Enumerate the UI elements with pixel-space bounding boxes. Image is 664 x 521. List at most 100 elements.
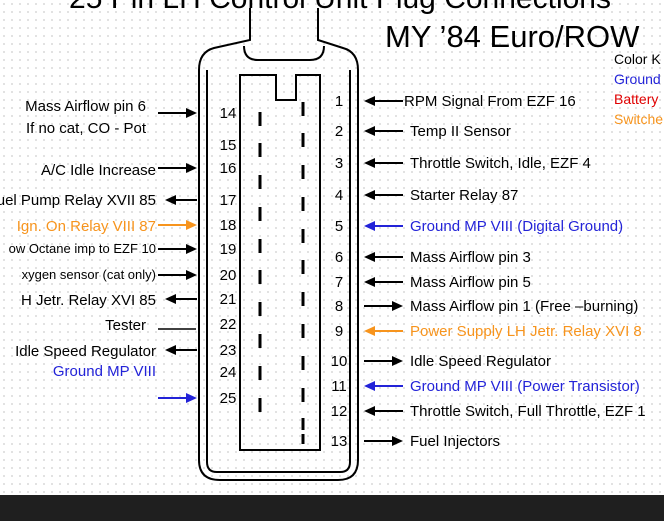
- right-pin-number: 10: [331, 353, 348, 370]
- right-pin-arrow-head: [364, 126, 375, 136]
- left-pin-label: Ground MP VIII: [53, 363, 156, 380]
- left-pin-label: Idle Speed Regulator: [15, 343, 156, 360]
- left-pin-connections: 14 Mass Airflow pin 6 If no cat, CO - Pot 1…: [0, 98, 236, 407]
- right-pin-arrow-head: [364, 221, 375, 231]
- right-pin-number: 12: [331, 403, 348, 420]
- right-pin-arrow: [364, 190, 403, 200]
- left-pin-arrow-head: [165, 195, 176, 205]
- left-pin-arrow: [158, 393, 197, 403]
- pin-slots: [258, 102, 305, 444]
- left-pin-label: A/C Idle Increase: [41, 162, 156, 179]
- right-pin-number: 2: [335, 123, 343, 140]
- right-pin-arrow: [364, 126, 403, 136]
- right-pin-arrow: [364, 158, 403, 168]
- right-pin-label: Mass Airflow pin 3: [410, 249, 531, 266]
- right-pin-arrow: [364, 96, 403, 106]
- left-pin-number: 23: [220, 342, 237, 359]
- right-pin-arrow: [364, 326, 403, 336]
- right-pin-number: 7: [335, 274, 343, 291]
- left-pin-label: Mass Airflow pin 6: [25, 98, 146, 115]
- right-pin-label: Mass Airflow pin 5: [410, 274, 531, 291]
- right-pin-arrow-head: [364, 190, 375, 200]
- right-pin-label: Temp II Sensor: [410, 123, 511, 140]
- right-pin-arrow-head: [364, 252, 375, 262]
- diagram-subtitle: MY ’84 Euro/ROW: [385, 19, 640, 54]
- left-pin-number: 14: [220, 105, 237, 122]
- left-pin-arrow-head: [186, 270, 197, 280]
- left-pin-number: 20: [220, 267, 237, 284]
- left-pin-arrow: [165, 294, 197, 304]
- right-pin-arrow-head: [364, 406, 375, 416]
- right-pin-arrow-head: [364, 96, 375, 106]
- right-pin-arrow: [364, 381, 403, 391]
- right-pin-label: Idle Speed Regulator: [410, 353, 551, 370]
- left-pin-label: H Jetr. Relay XVI 85: [21, 292, 156, 309]
- right-pin-number: 1: [335, 93, 343, 110]
- connector-body: [198, 8, 359, 481]
- color-key-ground: Ground: [614, 71, 661, 87]
- right-pin-label: Mass Airflow pin 1 (Free –burning): [410, 298, 638, 315]
- left-pin-number: 18: [220, 217, 237, 234]
- left-pin-arrow-head: [165, 294, 176, 304]
- left-pin-number: 17: [220, 192, 237, 209]
- left-pin-number: 15: [220, 137, 237, 154]
- left-pin-arrow-head: [186, 244, 197, 254]
- right-pin-number: 5: [335, 218, 343, 235]
- color-key-battery: Battery: [614, 91, 658, 107]
- left-pin-label: Ign. On Relay VIII 87: [17, 218, 156, 235]
- right-pin-number: 13: [331, 433, 348, 450]
- bottom-bar: [0, 495, 664, 521]
- right-pin-label: Ground MP VIII (Digital Ground): [410, 218, 623, 235]
- right-pin-label: Throttle Switch, Full Throttle, EZF 1: [410, 403, 646, 420]
- right-pin-label: Starter Relay 87: [410, 187, 518, 204]
- right-pin-arrow: [364, 277, 403, 287]
- left-pin-arrow: [165, 345, 197, 355]
- left-pin-arrow: [158, 220, 197, 230]
- left-pin-arrow: [158, 108, 197, 118]
- right-pin-arrow-head: [392, 436, 403, 446]
- right-pin-number: 11: [331, 378, 347, 395]
- left-pin-arrow-head: [186, 163, 197, 173]
- left-pin-arrow-head: [186, 393, 197, 403]
- left-pin-number: 16: [220, 160, 237, 177]
- color-key-switched: Switche: [614, 111, 663, 127]
- left-pin-arrow-head: [186, 220, 197, 230]
- right-pin-arrow-head: [364, 277, 375, 287]
- right-pin-label: Fuel Injectors: [410, 433, 500, 450]
- right-pin-arrow-head: [392, 356, 403, 366]
- left-pin-arrow-head: [165, 345, 176, 355]
- left-pin-label: uel Pump Relay XVII 85: [0, 192, 156, 209]
- color-key: Color K Ground Battery Switche: [614, 51, 663, 127]
- right-pin-arrow-head: [364, 381, 375, 391]
- left-pin-label: Tester: [105, 317, 146, 334]
- right-pin-label: Throttle Switch, Idle, EZF 4: [410, 155, 591, 172]
- right-pin-arrow: [364, 436, 403, 446]
- right-pin-number: 6: [335, 249, 343, 266]
- left-pin-number: 21: [220, 291, 237, 308]
- left-pin-arrow: [158, 270, 197, 280]
- color-key-title: Color K: [614, 51, 661, 67]
- right-pin-arrow: [364, 356, 403, 366]
- right-pin-arrow-head: [392, 301, 403, 311]
- diagram-canvas: 25 Pin LH Control Unit Plug Connections …: [0, 0, 664, 495]
- left-pin-label: ow Octane imp to EZF 10: [9, 241, 156, 256]
- plug-connection-diagram: 25 Pin LH Control Unit Plug Connections …: [0, 0, 663, 481]
- left-pin-number: 24: [220, 364, 237, 381]
- left-pin-label: xygen sensor (cat only): [22, 267, 156, 282]
- right-pin-arrow-head: [364, 326, 375, 336]
- connector-latch: [243, 45, 325, 61]
- left-pin-number: 22: [220, 316, 237, 333]
- connector-outer-shell: [198, 8, 359, 481]
- right-pin-number: 4: [335, 187, 343, 204]
- left-pin-arrow: [158, 163, 197, 173]
- left-pin-number: 25: [220, 390, 237, 407]
- right-pin-number: 3: [335, 155, 343, 172]
- right-pin-number: 9: [335, 323, 343, 340]
- right-pin-arrow-head: [364, 158, 375, 168]
- left-pin-label: If no cat, CO - Pot: [26, 120, 147, 137]
- right-pin-label: RPM Signal From EZF 16: [404, 93, 576, 110]
- left-pin-arrow: [165, 195, 197, 205]
- right-pin-label: Power Supply LH Jetr. Relay XVI 8: [410, 323, 642, 340]
- right-pin-arrow: [364, 252, 403, 262]
